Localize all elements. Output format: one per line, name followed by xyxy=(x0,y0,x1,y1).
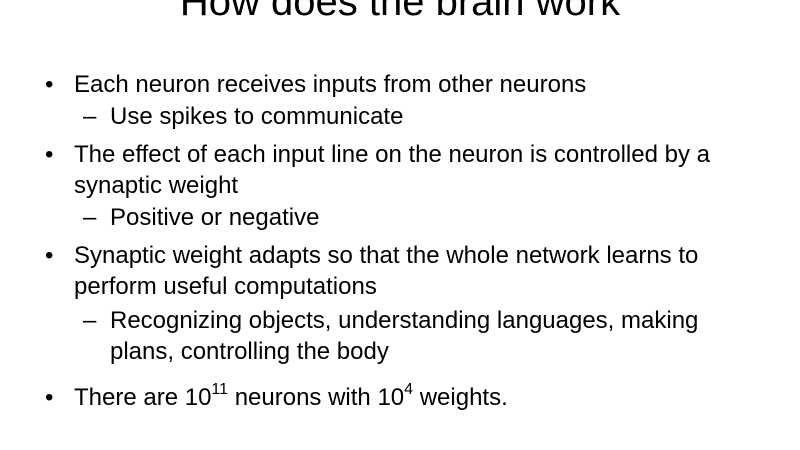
sub-bullet-marker: – xyxy=(83,307,97,334)
bullet-text-middle: neurons with 10 xyxy=(228,384,405,411)
bullet-item: • The effect of each input line on the n… xyxy=(45,139,754,201)
bullet-text: Each neuron receives inputs from other n… xyxy=(74,71,587,98)
bullet-text: There are 1011 neurons with 104 weights. xyxy=(74,381,508,412)
bullet-item: • Synaptic weight adapts so that the who… xyxy=(45,240,754,302)
sub-bullet-text: Positive or negative xyxy=(110,204,320,231)
bullet-item: • There are 1011 neurons with 104 weight… xyxy=(45,381,754,413)
sub-bullet-text: Recognizing objects, understanding langu… xyxy=(110,307,699,365)
sub-bullet-text: Use spikes to communicate xyxy=(110,103,404,130)
bullet-text-prefix: There are 10 xyxy=(74,384,212,411)
bullet-text-suffix: weights. xyxy=(413,384,508,411)
exponent-neurons: 11 xyxy=(211,381,229,398)
sub-bullet-marker: – xyxy=(83,103,97,130)
slide-title: How does the brain work xyxy=(179,0,621,24)
sub-bullet-item: – Recognizing objects, understanding lan… xyxy=(83,305,750,367)
bullet-marker: • xyxy=(45,242,54,269)
bullet-marker: • xyxy=(45,71,54,98)
exponent-weights: 4 xyxy=(404,381,414,398)
bullet-text: The effect of each input line on the neu… xyxy=(74,141,710,199)
bullet-item: • Each neuron receives inputs from other… xyxy=(45,69,754,100)
sub-bullet-item: – Positive or negative xyxy=(83,202,750,233)
sub-bullet-item: – Use spikes to communicate xyxy=(83,101,750,132)
bullet-marker: • xyxy=(45,141,54,168)
sub-bullet-marker: – xyxy=(83,204,97,231)
bullet-marker: • xyxy=(45,384,54,411)
bullet-text: Synaptic weight adapts so that the whole… xyxy=(74,242,699,300)
